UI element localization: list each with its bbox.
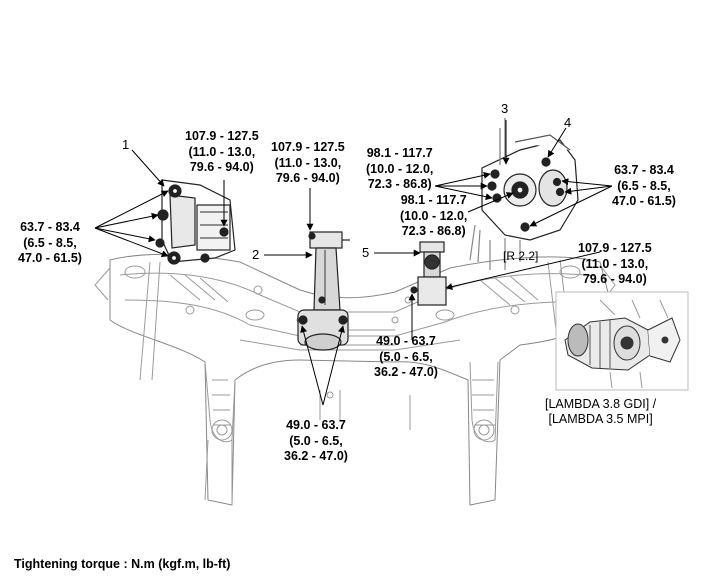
torque-front-mount-bottom: 49.0 - 63.7 (5.0 - 6.5, 36.2 - 47.0) (374, 334, 438, 379)
torque-right-mount-side: 63.7 - 83.4 (6.5 - 8.5, 47.0 - 61.5) (612, 163, 676, 208)
front-mount-drawing (410, 241, 447, 306)
torque-front-mount-top: 107.9 - 127.5 (11.0 - 13.0, 79.6 - 94.0) (578, 241, 652, 286)
roll-rod-drawing (297, 231, 350, 351)
callout-3: 3 (501, 101, 509, 116)
callout-4: 4 (564, 115, 572, 130)
inset-drawing (555, 291, 689, 391)
inset-caption: [LAMBDA 3.8 GDI] / [LAMBDA 3.5 MPI] (545, 397, 657, 426)
leader-lines (94, 120, 613, 406)
torque-left-mount-top: 107.9 - 127.5 (11.0 - 13.0, 79.6 - 94.0) (185, 129, 259, 174)
torque-roll-rod-bottom: 49.0 - 63.7 (5.0 - 6.5, 36.2 - 47.0) (284, 418, 348, 463)
torque-right-mount-b: 98.1 - 117.7 (10.0 - 12.0, 72.3 - 86.8) (400, 193, 468, 238)
right-mount-drawing (469, 118, 579, 270)
torque-left-mount-side: 63.7 - 83.4 (6.5 - 8.5, 47.0 - 61.5) (18, 220, 82, 265)
torque-right-mount-a: 98.1 - 117.7 (10.0 - 12.0, 72.3 - 86.8) (366, 146, 434, 191)
tightening-torque-note: Tightening torque : N.m (kgf.m, lb-ft) (14, 557, 231, 571)
torque-roll-rod-top: 107.9 - 127.5 (11.0 - 13.0, 79.6 - 94.0) (271, 140, 345, 185)
callout-5: 5 (362, 245, 370, 260)
r22-marker: [R 2.2] (503, 249, 539, 263)
subframe-drawing (94, 253, 616, 506)
callout-1: 1 (122, 137, 130, 152)
callout-2: 2 (252, 247, 260, 262)
left-mount-drawing (155, 179, 236, 265)
